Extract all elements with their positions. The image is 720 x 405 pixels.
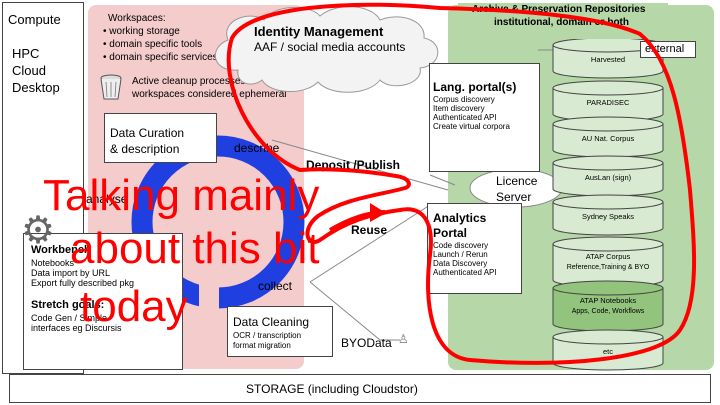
- cylinder-label: Harvested: [591, 55, 625, 64]
- workspaces-bullet-3: • domain specific services: [103, 52, 218, 63]
- repository-cylinder: etc: [552, 329, 664, 371]
- repository-cylinder: PARADISEC: [552, 80, 664, 122]
- workbench-item: Data import by URL: [31, 268, 111, 279]
- compute-item-hpc: HPC: [12, 46, 40, 61]
- lang-portal-title: Lang. portal(s): [433, 80, 517, 94]
- repositories-title-1: Archive & Preservation Repositories: [472, 4, 646, 15]
- storage-label: STORAGE (including Cloudstor): [246, 382, 418, 396]
- cycle-label-analyse: analyse: [86, 192, 128, 206]
- workbench-stretch-title: Stretch goals:: [31, 299, 105, 311]
- workspaces-title: Workspaces:: [108, 13, 166, 24]
- annotation-line-2: about this bit: [70, 224, 320, 273]
- repository-cylinder: AusLan (sign): [552, 155, 664, 197]
- workbench-stretch-item: Code Gen / Simple: [31, 313, 108, 323]
- cylinder-sublabel: Reference,Training & BYO: [567, 264, 650, 271]
- data-cleaning-title: Data Cleaning: [233, 315, 310, 329]
- lang-portal-items: Corpus discovery Item discovery Authenti…: [433, 95, 510, 132]
- workbench-stretch-items: Code Gen / Simple interfaces eg Discursi…: [31, 313, 122, 333]
- cylinder-label: AusLan (sign): [585, 173, 632, 182]
- cleanup-line-2: workspaces considered ephemeral: [132, 89, 287, 100]
- compute-item-cloud: Cloud: [12, 63, 46, 78]
- identity-title: Identity Management: [254, 24, 384, 39]
- data-curation-box: [104, 113, 217, 163]
- cycle-label-deposit: Deposit /Publish: [306, 158, 401, 172]
- compute-item-desktop: Desktop: [12, 80, 60, 95]
- identity-subtitle: AAF / social media accounts: [254, 40, 406, 54]
- storage-bar: [9, 374, 711, 403]
- cylinder-label: ATAP Notebooks: [580, 296, 637, 305]
- analytics-title-2: Portal: [433, 226, 468, 240]
- cylinder-label: ATAP Corpus: [586, 252, 631, 261]
- external-label: external: [645, 43, 685, 55]
- annotation-line-1: Talking mainly: [43, 171, 320, 220]
- byodata-label: BYOData: [341, 336, 392, 350]
- data-upload-icon: ♙: [398, 332, 409, 346]
- data-cleaning-line2: format migration: [233, 341, 291, 350]
- annotation-line-3: today: [80, 282, 188, 331]
- licence-server-line1: Licence: [496, 174, 538, 188]
- repository-cylinder: Sydney Speaks: [552, 194, 664, 236]
- data-cleaning-line1: OCR / transcription: [233, 331, 302, 340]
- workbench-title: Workbench: [31, 244, 91, 256]
- analytics-title-1: Analytics: [433, 211, 487, 225]
- data-curation-line2: & description: [110, 142, 180, 156]
- cylinder-label: AU Nat. Corpus: [582, 134, 635, 143]
- cleanup-line-1: Active cleanup processes: [132, 76, 246, 87]
- data-curation-line1: Data Curation: [110, 126, 185, 140]
- analytics-item: Authenticated API: [433, 267, 497, 277]
- gear-icon: ⚙: [21, 210, 56, 252]
- workbench-item: Notebooks: [31, 258, 75, 268]
- compute-panel: [2, 2, 84, 374]
- workbench-stretch-item: interfaces eg Discursis: [31, 323, 122, 334]
- compute-title: Compute: [8, 12, 61, 27]
- cylinder-label: etc: [603, 347, 613, 356]
- workbench-items: Notebooks Data import by URL Export full…: [31, 258, 134, 288]
- cycle-label-reuse: Reuse: [351, 223, 388, 237]
- cylinder-label: PARADISEC: [587, 98, 630, 107]
- cylinder-label: Sydney Speaks: [582, 212, 634, 221]
- workspaces-bullet-1: • working storage: [103, 26, 180, 37]
- repository-cylinder: AU Nat. Corpus: [552, 116, 664, 158]
- cylinder-sublabel: Apps, Code, Workflows: [572, 308, 645, 315]
- workspaces-bullet-2: • domain specific tools: [103, 39, 203, 50]
- analytics-items: Code discovery Launch / Rerun Data Disco…: [433, 241, 497, 278]
- workbench-item: Export fully described pkg: [31, 278, 135, 289]
- repositories-title-2: institutional, domain or both: [494, 17, 629, 28]
- lang-portal-item: Create virtual corpora: [433, 121, 510, 131]
- cycle-label-collect: collect: [258, 279, 293, 293]
- workbench-box: [23, 233, 183, 370]
- cycle-label-describe: describe: [234, 141, 280, 155]
